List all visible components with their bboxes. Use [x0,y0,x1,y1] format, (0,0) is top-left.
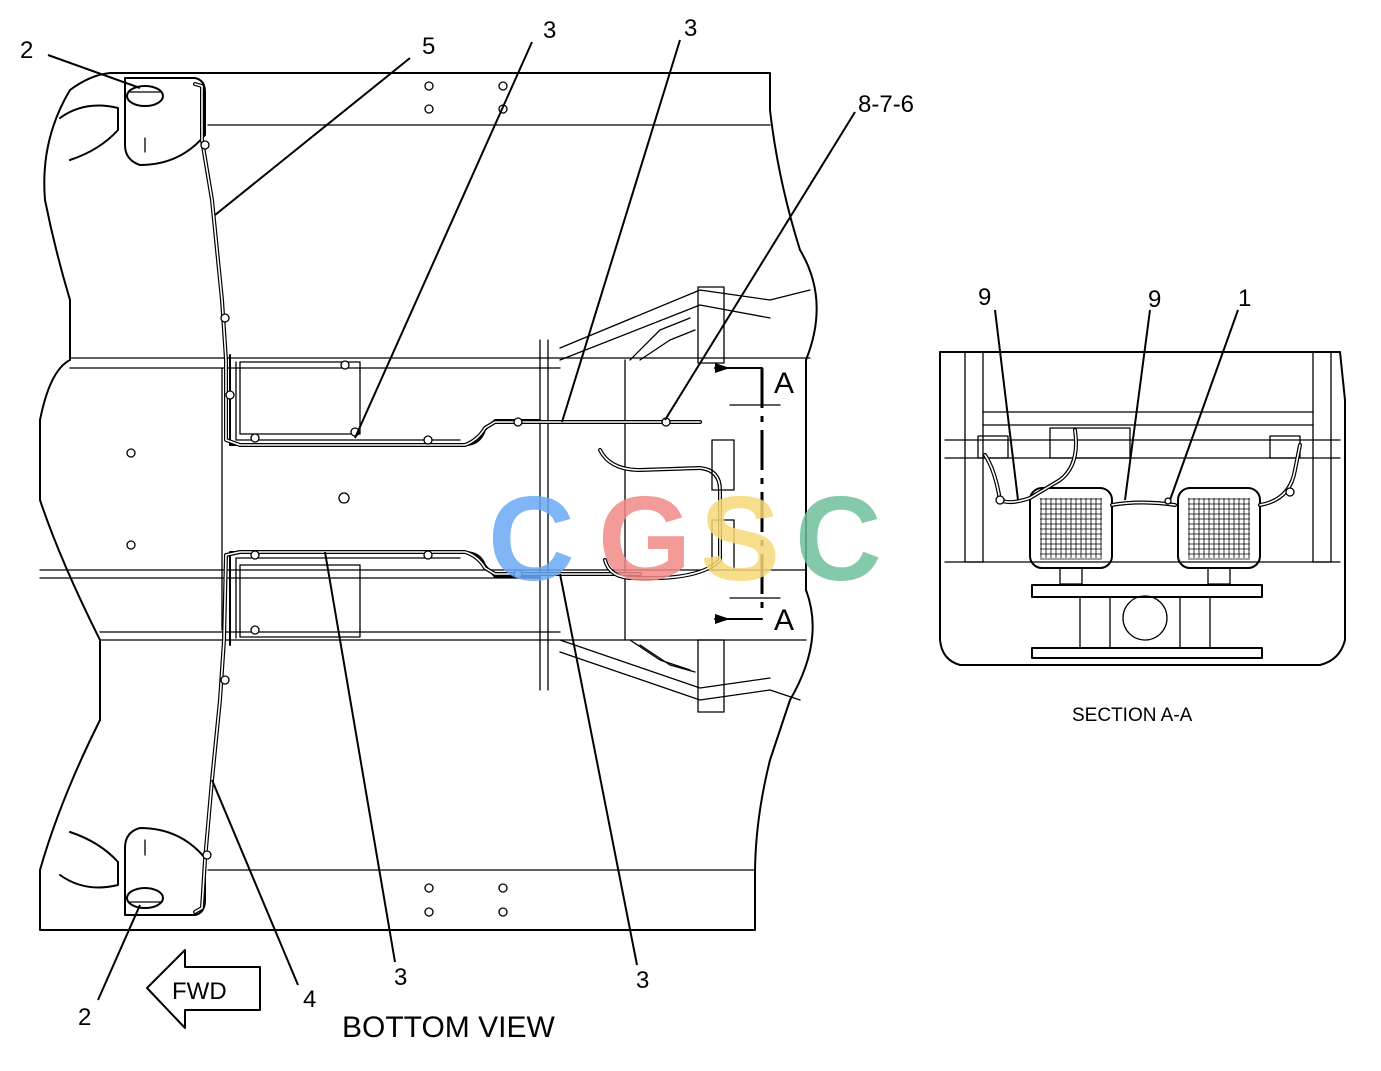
cgsc-watermark: C G S C [488,472,882,606]
callout-5: 5 [422,33,435,60]
callout-3-a: 3 [543,17,556,44]
callout-9-left: 9 [978,284,991,311]
lamp-top [59,77,206,166]
callout-4: 4 [303,986,316,1013]
watermark-letter-c2: C [795,472,882,606]
lens-grid-right [1188,498,1250,560]
wiring-harness [193,82,781,914]
lamp-bottom [59,827,206,916]
fwd-arrow-icon [146,949,261,1029]
frame-outline [39,72,818,931]
watermark-letter-g: G [598,472,691,606]
watermark-letter-s: S [700,472,780,606]
callout-9-mid: 9 [1148,286,1161,313]
mounting-holes [126,81,508,917]
lens-grid-left [1040,498,1102,560]
callout-3-d: 3 [636,967,649,994]
section-marker-bottom: A [774,604,794,637]
callout-2-bottom: 2 [78,1004,91,1031]
callout-3-c: 3 [394,964,407,991]
bottom-view-title: BOTTOM VIEW [342,1011,555,1044]
section-a-a-view [939,351,1346,666]
leader-lines [47,39,1239,1001]
callout-1: 1 [1238,285,1251,312]
watermark-letter-c1: C [488,472,575,606]
section-a-a-title: SECTION A-A [1072,705,1193,726]
section-marker-top: A [774,367,794,400]
callout-3-b: 3 [684,15,697,42]
callout-8-7-6: 8-7-6 [858,91,914,118]
callout-2-top: 2 [20,37,33,64]
section-cut-markers [714,363,764,624]
fwd-label: FWD [172,978,227,1005]
